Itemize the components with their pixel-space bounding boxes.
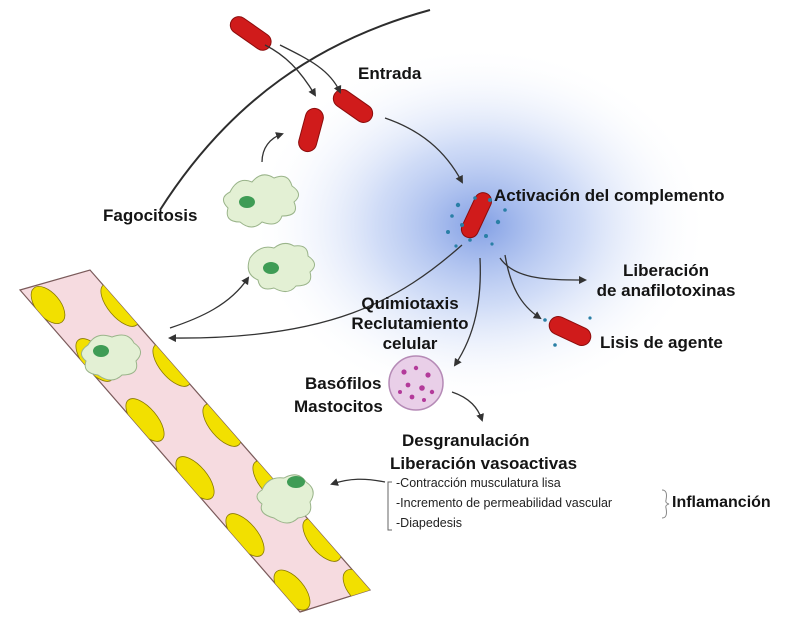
phagocyte-lower xyxy=(247,242,315,292)
phagocyte-upper xyxy=(223,174,299,228)
label-quimiotaxis-line2: Reclutamiento xyxy=(351,314,469,333)
label-quimiotaxis-line3: celular xyxy=(382,334,438,353)
label-liberacion-vasoactivas: Liberación vasoactivas xyxy=(390,454,578,473)
label-desgranulacion: Desgranulación xyxy=(402,431,530,450)
bacteria xyxy=(229,16,592,346)
label-liberacion-anafilotoxinas: Liberación de anafilotoxinas xyxy=(591,261,741,301)
effects-bracket-left xyxy=(387,481,392,531)
label-mastocitos: Mastocitos xyxy=(294,397,383,416)
blood-vessel xyxy=(18,269,372,613)
label-liberacion-line1: Liberación xyxy=(623,261,709,280)
label-quimiotaxis: Quimiotaxis Reclutamiento celular xyxy=(340,294,480,354)
membrane-line xyxy=(159,9,431,211)
arrows xyxy=(168,44,587,486)
complement-dots xyxy=(446,196,507,248)
label-entrada: Entrada xyxy=(358,64,422,83)
label-liberacion-line2: de anafilotoxinas xyxy=(596,281,736,300)
basophil-cell xyxy=(388,355,444,411)
effect-permeabilidad: -Incremento de permeabilidad vascular xyxy=(396,496,613,510)
effect-diapedesis: -Diapedesis xyxy=(396,516,463,530)
label-inflamacion: Inflamanción xyxy=(672,494,771,511)
label-quimiotaxis-line1: Quimiotaxis xyxy=(361,294,459,313)
bacterium-lysed xyxy=(548,316,592,346)
bacterium-activating xyxy=(460,192,493,239)
label-basofilos: Basófilos xyxy=(305,374,382,393)
bacterium-outside xyxy=(229,16,272,51)
effect-contraccion: -Contracción musculatura lisa xyxy=(396,476,561,490)
effects-bracket-right xyxy=(661,489,670,519)
label-lisis-agente: Lisis de agente xyxy=(600,333,723,352)
bacterium-engulfed xyxy=(298,107,324,153)
label-activacion-complemento: Activación del complemento xyxy=(494,186,725,205)
lysis-dots xyxy=(543,316,592,347)
label-fagocitosis: Fagocitosis xyxy=(103,206,198,225)
